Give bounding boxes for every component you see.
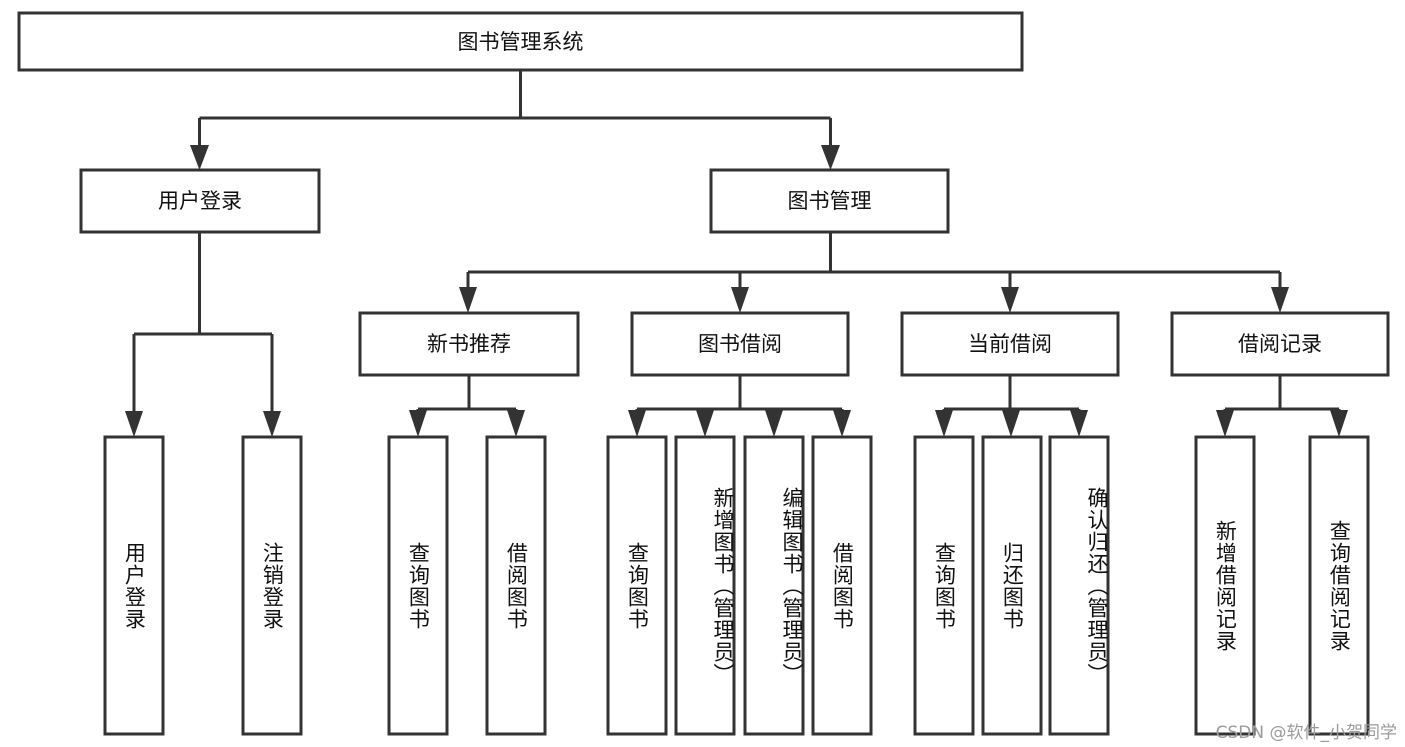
node-label-current-borrow: 当前借阅 (968, 332, 1052, 356)
arrow-head-bb-add-book (696, 410, 714, 437)
node-box-book-management[interactable] (709, 168, 950, 234)
arrow-head-bb-query-book (628, 410, 646, 437)
node-box-user-login[interactable] (79, 168, 321, 234)
arrow-head-br-query-record (1330, 410, 1348, 437)
node-box-leaf-2[interactable] (387, 435, 449, 736)
connector-group-borrow-record (1216, 375, 1348, 437)
node-box-leaf-5[interactable] (674, 435, 736, 736)
arrow-head-book-borrow (731, 287, 749, 313)
arrow-head-current-borrow (1001, 287, 1019, 313)
arrow-head-bb-edit-book (765, 410, 783, 437)
node-label-root: 图书管理系统 (458, 30, 584, 54)
arrow-head-leaf-user-login (125, 411, 143, 437)
node-label-user-login: 用户登录 (158, 189, 242, 213)
node-box-leaf-12[interactable] (1308, 435, 1370, 736)
arrow-head-nbr-query-book (409, 410, 427, 437)
node-label-book-management: 图书管理 (788, 189, 872, 213)
node-box-leaf-11[interactable] (1194, 435, 1256, 736)
arrow-head-user-login (190, 145, 209, 170)
node-label-book-borrow: 图书借阅 (698, 332, 782, 356)
arrow-head-br-add-record (1216, 410, 1234, 437)
node-box-leaf-6[interactable] (743, 435, 805, 736)
connector-group-user-login (125, 232, 281, 437)
arrow-head-cb-query-book (935, 410, 953, 437)
node-box-leaf-10[interactable] (1048, 435, 1110, 736)
arrow-head-nbr-borrow-book (507, 410, 525, 437)
arrow-head-leaf-logout (263, 411, 281, 437)
arrow-head-cb-confirm-return (1070, 410, 1088, 437)
node-label-borrow-record: 借阅记录 (1238, 332, 1322, 356)
node-box-leaf-8[interactable] (913, 435, 975, 736)
node-box-book-borrow[interactable] (630, 311, 850, 377)
node-box-leaf-1[interactable] (241, 435, 303, 736)
arrow-head-book-mgmt (821, 145, 840, 170)
node-box-new-book-recommend[interactable] (358, 311, 580, 377)
node-box-current-borrow[interactable] (900, 311, 1120, 377)
node-label-new-book-recommend: 新书推荐 (427, 332, 511, 356)
node-box-leaf-0[interactable] (103, 435, 165, 736)
arrow-head-cb-return-book (1002, 410, 1020, 437)
csdn-watermark: CSDN @软件_小贺同学 (1215, 723, 1397, 743)
arrow-head-borrow-record (1271, 287, 1289, 313)
node-box-leaf-7[interactable] (811, 435, 873, 736)
node-box-borrow-record[interactable] (1170, 311, 1390, 377)
node-box-leaf-9[interactable] (981, 435, 1043, 736)
connector-group-new-book-rec (409, 375, 525, 437)
connector-group-root (190, 70, 840, 170)
connector-group-current-borrow (935, 375, 1088, 437)
node-box-root[interactable] (17, 11, 1024, 72)
arrow-head-bb-borrow-book (833, 410, 851, 437)
connector-group-book-borrow (628, 375, 851, 437)
connector-group-book-mgmt (459, 232, 1289, 313)
node-box-leaf-4[interactable] (606, 435, 668, 736)
node-box-leaf-3[interactable] (485, 435, 547, 736)
arrow-head-new-book-rec (459, 287, 477, 313)
